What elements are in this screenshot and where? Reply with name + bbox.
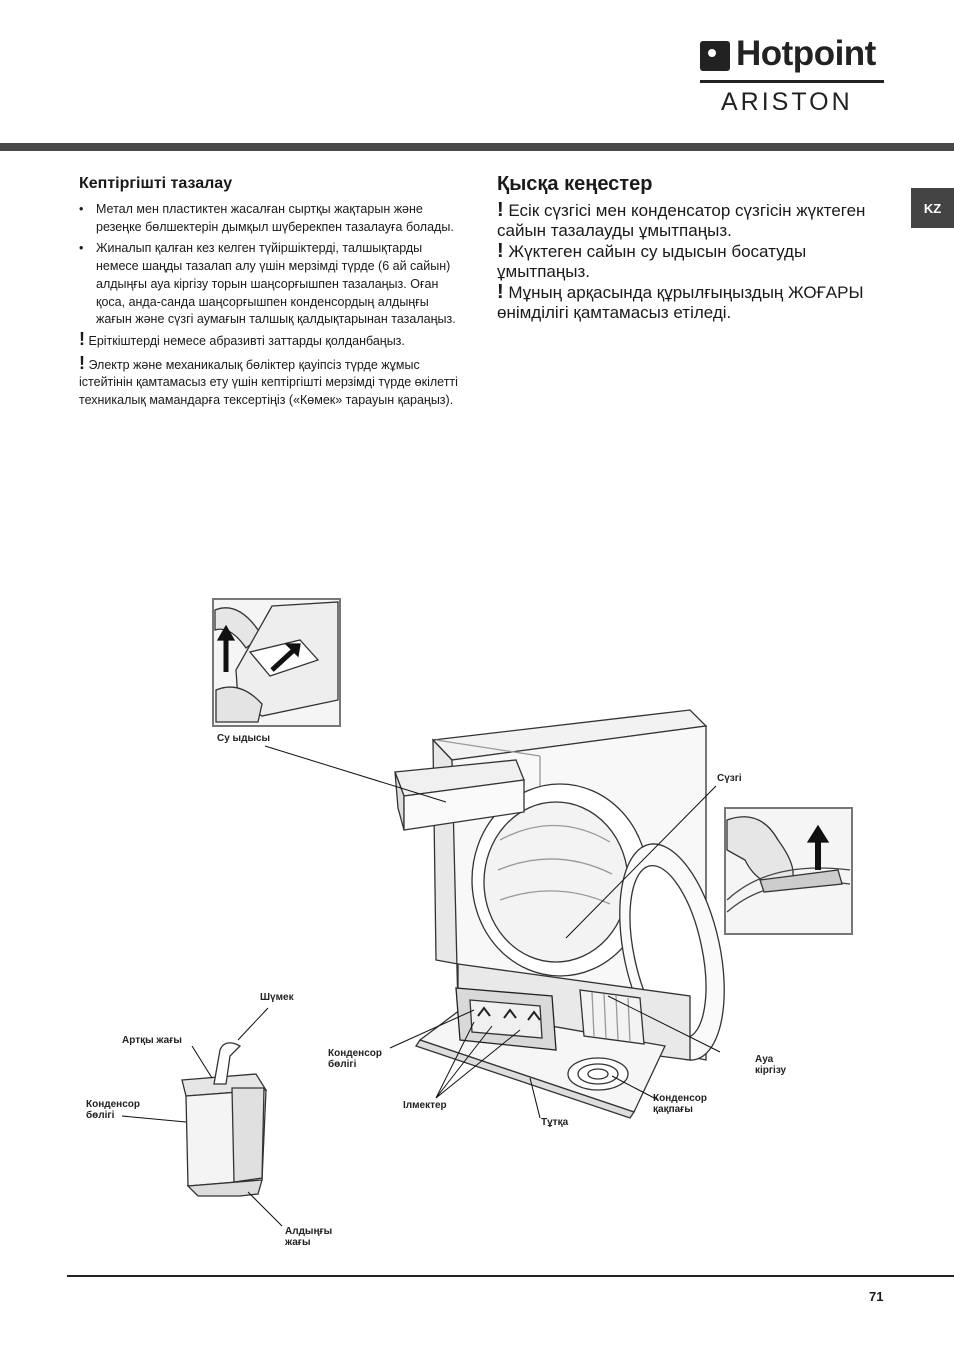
exclamation-icon: ! [79, 352, 85, 373]
leader-lines [121, 745, 721, 1227]
tip-text: Мұның арқасында құрылғыңыздың ЖОҒАРЫ өні… [497, 283, 864, 322]
language-tab: KZ [911, 188, 954, 228]
list-item: Жиналып қалған кез келген түйіршіктерді,… [79, 240, 459, 329]
warning-note: ! Еріткіштерді немесе абразивті заттарды… [79, 330, 459, 351]
label-hooks: Ілмектер [403, 1100, 447, 1111]
brand-subname: ARISTON [721, 88, 853, 116]
tip-text: Есік сүзгісі мен конденсатор сүзгісін жү… [497, 201, 866, 240]
cleaning-title: Кептіргішті тазалау [79, 175, 233, 192]
tip-item: ! Жүктеген сайын су ыдысын босатуды ұмыт… [497, 241, 877, 282]
tips-title: Қысқа кеңестер [497, 173, 653, 195]
footer-divider [67, 1275, 954, 1277]
list-item: Метал мен пластиктен жасалған сыртқы жақ… [79, 201, 459, 236]
cleaning-section: Кептіргішті тазалау Метал мен пластиктен… [79, 175, 459, 416]
warning-note: ! Электр және механикалық бөліктер қауіп… [79, 354, 459, 410]
label-air-intake: Ауа кіргізу [755, 1054, 787, 1076]
tip-item: ! Есік сүзгісі мен конденсатор сүзгісін … [497, 200, 877, 241]
label-back-side: Артқы жағы [122, 1035, 182, 1046]
warning-text: Электр және механикалық бөліктер қауіпсі… [79, 357, 458, 408]
label-condenser-cover: Конденсор қақпағы [653, 1093, 707, 1115]
logo-mark-icon [700, 41, 730, 71]
cleaning-list: Метал мен пластиктен жасалған сыртқы жақ… [79, 201, 459, 329]
brand-logo: Hotpoint ARISTON [700, 34, 890, 118]
exclamation-icon: ! [497, 281, 504, 303]
brand-divider [700, 80, 884, 83]
exclamation-icon: ! [497, 199, 504, 221]
tip-text: Жүктеген сайын су ыдысын босатуды ұмытпа… [497, 242, 807, 281]
label-water-container: Су ыдысы [217, 733, 271, 744]
label-front-side: Алдыңғы жағы [285, 1226, 333, 1248]
label-handle: Тұтқа [541, 1117, 569, 1128]
label-condenser-unit-mid: Конденсор бөлігі [328, 1048, 382, 1070]
filter-inset [724, 807, 853, 935]
water-container-inset [212, 598, 341, 727]
label-filter: Сүзгі [717, 773, 742, 784]
header-bar [0, 143, 954, 151]
warning-text: Еріткіштерді немесе абразивті заттарды қ… [88, 333, 405, 348]
exclamation-icon: ! [497, 240, 504, 262]
condenser-unit-removed [181, 1042, 268, 1197]
exclamation-icon: ! [79, 328, 85, 349]
page-number: 71 [869, 1289, 884, 1304]
tips-section: Қысқа кеңестер ! Есік сүзгісі мен конден… [497, 173, 877, 323]
tip-item: ! Мұның арқасында құрылғыңыздың ЖОҒАРЫ ө… [497, 282, 877, 323]
label-spout: Шүмек [260, 992, 294, 1003]
label-condenser-unit-left: Конденсор бөлігі [86, 1099, 140, 1121]
brand-name: Hotpoint [736, 34, 876, 73]
dryer-body [394, 709, 725, 1119]
